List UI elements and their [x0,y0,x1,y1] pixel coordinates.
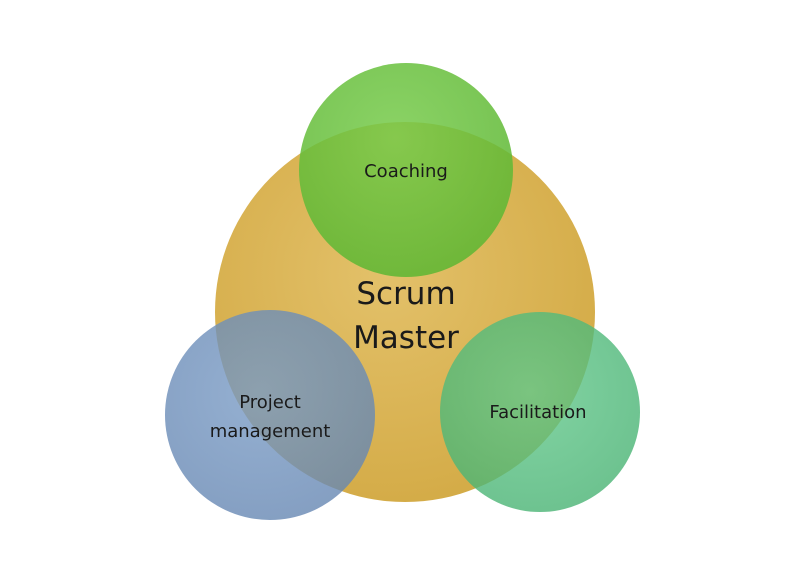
project-management-label-line1: Project [239,392,301,413]
center-label-line1: Scrum [356,276,455,312]
coaching-circle [299,63,513,277]
facilitation-circle [440,312,640,512]
center-label-line2: Master [353,320,459,356]
project-management-circle [165,310,375,520]
facilitation-label: Facilitation [489,402,586,423]
coaching-label: Coaching [364,161,448,182]
project-management-label-line2: management [210,421,331,442]
